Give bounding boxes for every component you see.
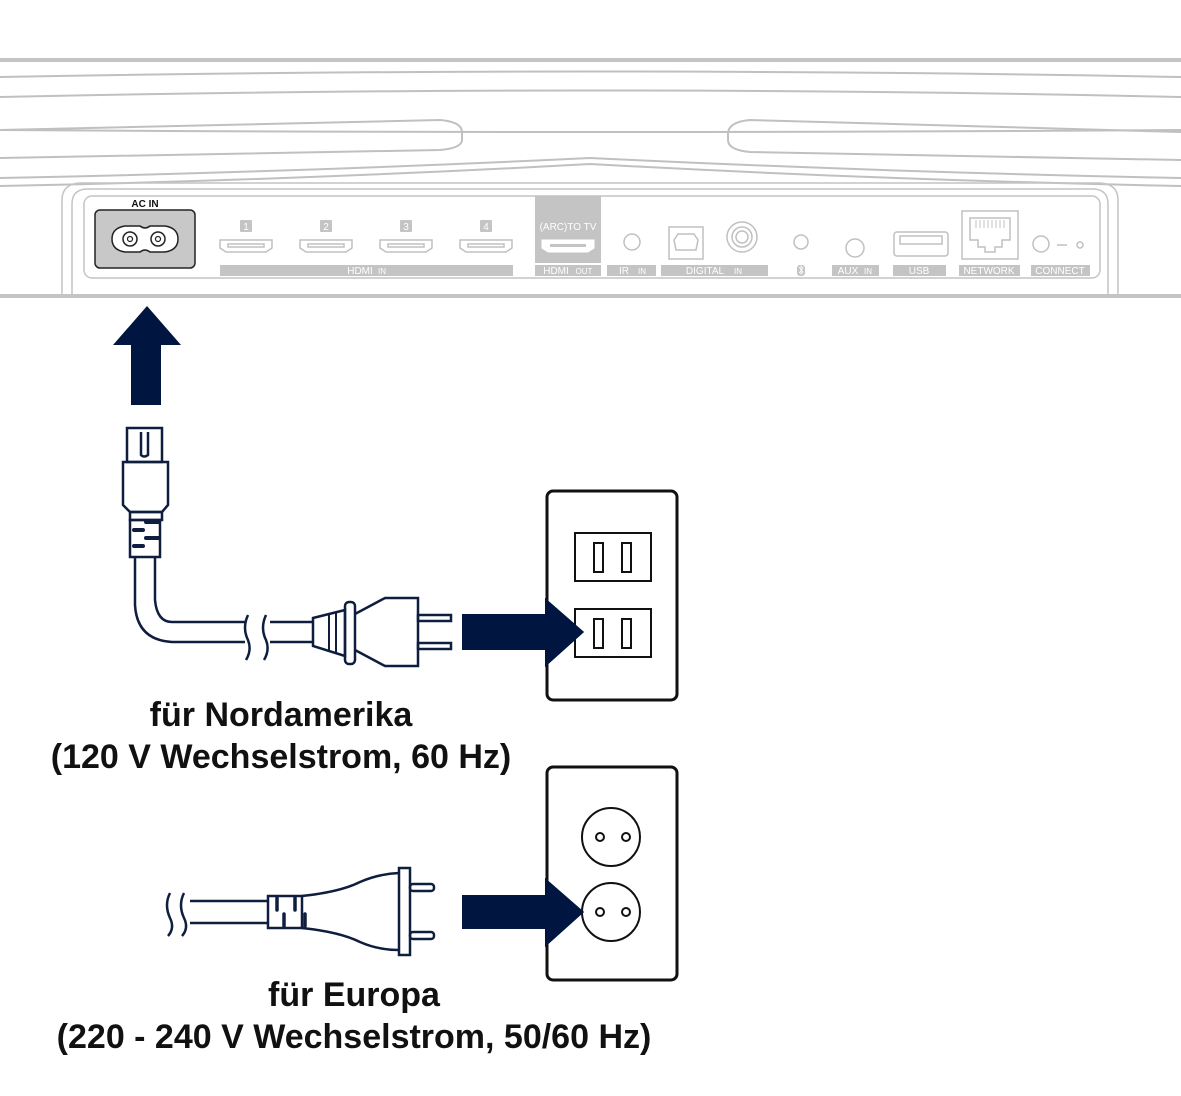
caption-europe-title: für Europa: [268, 976, 440, 1014]
svg-text:3: 3: [403, 222, 409, 233]
bluetooth-icon: [797, 265, 805, 276]
caption-north-america-title: für Nordamerika: [149, 696, 413, 734]
caption-north-america-spec: (120 V Wechselstrom, 60 Hz): [50, 738, 512, 776]
power-cord-north-america: [121, 426, 453, 668]
caption-europe: für Europa (220 - 240 V Wechselstrom, 50…: [0, 974, 708, 1058]
usb-port: [893, 231, 949, 257]
aux-in-label: AUX: [838, 266, 859, 277]
hdmi-in-label: HDMI: [347, 266, 373, 277]
caption-europe-spec: (220 - 240 V Wechselstrom, 50/60 Hz): [56, 1018, 652, 1056]
svg-text:IN: IN: [638, 267, 646, 276]
ir-in-port: [623, 233, 641, 251]
ir-in-label: IR: [619, 266, 629, 277]
network-port: [961, 210, 1019, 260]
caption-north-america: für Nordamerika (120 V Wechselstrom, 60 …: [0, 694, 562, 778]
hdmi-in-ports: [219, 239, 513, 253]
svg-text:IN: IN: [864, 267, 872, 276]
outlet-north-america: [545, 489, 679, 702]
hdmi-number-badges: 1 2 3 4: [240, 220, 492, 233]
hdmi-in-badge: IN: [378, 267, 386, 276]
hdmi-out-badge: OUT: [576, 267, 593, 276]
soundbar-body: [0, 58, 1181, 298]
svg-text:4: 4: [483, 222, 489, 233]
connect-label: CONNECT: [1035, 266, 1084, 277]
svg-text:2: 2: [323, 222, 329, 233]
power-cord-europe: [165, 866, 436, 957]
aux-in-port: [845, 238, 865, 258]
hdmi-out-label-bar: [535, 265, 601, 276]
arrow-up-icon: [113, 306, 181, 405]
connect-button: [1032, 235, 1084, 253]
hdmi-out-arc-label: (ARC)TO TV: [540, 222, 597, 233]
ac-in-label: AC IN: [131, 199, 158, 210]
svg-text:1: 1: [243, 222, 249, 233]
bluetooth-port: [793, 234, 809, 250]
digital-in-ports: [668, 221, 758, 260]
digital-in-label: DIGITAL: [686, 266, 725, 277]
outlet-europe: [545, 765, 679, 982]
hdmi-out-label: HDMI: [543, 266, 569, 277]
svg-text:IN: IN: [734, 267, 742, 276]
ac-in-port: [94, 209, 196, 269]
hdmi-in-label-bar: [220, 265, 513, 276]
network-label: NETWORK: [963, 266, 1014, 277]
usb-label: USB: [909, 266, 930, 277]
